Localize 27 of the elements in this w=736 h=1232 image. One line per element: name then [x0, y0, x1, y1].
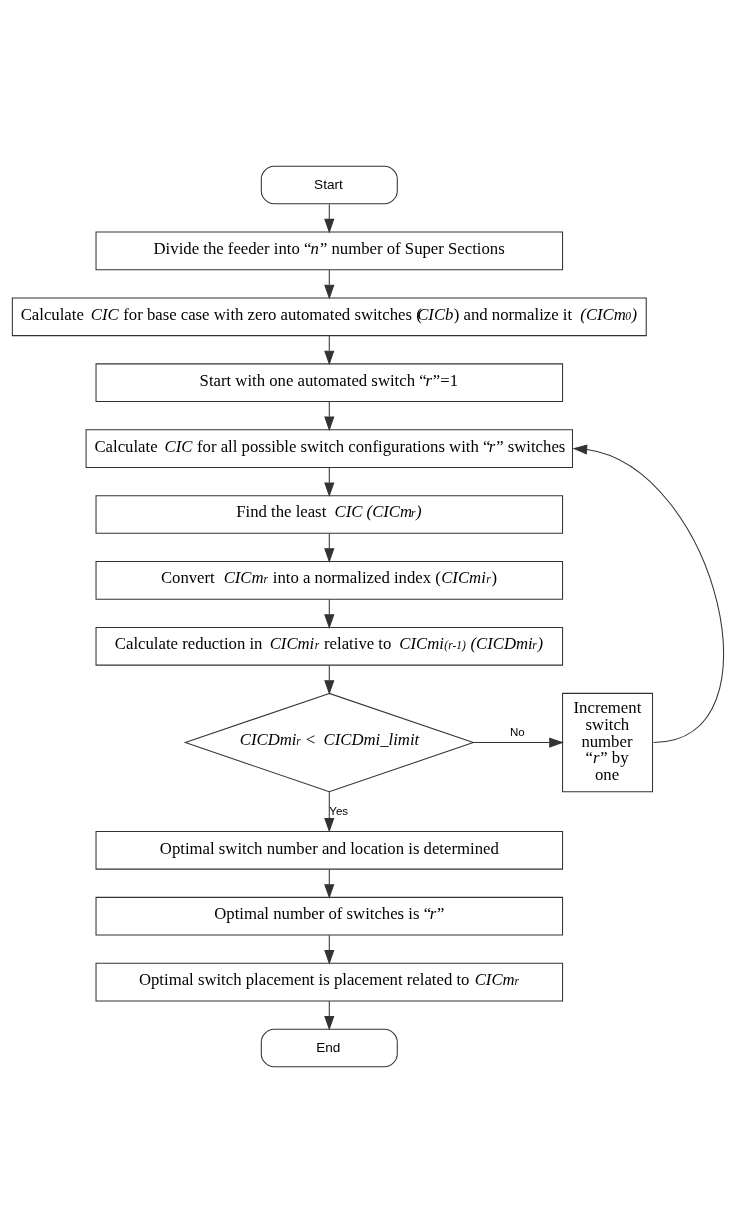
node-box: Divide the feeder into “n” number of Super Sections — [95, 231, 564, 270]
node-box: Calculate CIC for all possible switch configurations with “r” switches — [85, 428, 573, 468]
node-box: Calculate reduction in CICmir relative to CICmi(r-1) (CICDmir) — [95, 626, 564, 666]
arrow — [324, 532, 335, 563]
node-box: Optimal number of switches is “r” — [95, 896, 564, 936]
arrow — [324, 1000, 335, 1031]
arrow — [324, 466, 335, 497]
arrow — [572, 443, 724, 743]
node-box: Find the least CIC (CICmr) — [95, 494, 564, 534]
arrow — [324, 400, 335, 431]
arrow — [324, 334, 335, 365]
arrow — [324, 203, 335, 234]
arrow — [324, 790, 335, 833]
node-box: Increment switch number “r” by one — [562, 692, 654, 792]
node-box: Start with one automated switch “r”=1 — [95, 362, 564, 402]
node-box: Optimal switch number and location is determined — [95, 830, 564, 870]
arrow — [324, 934, 335, 965]
arrow — [324, 269, 335, 299]
arrow — [324, 598, 335, 629]
edge-label: No — [510, 725, 525, 738]
arrow — [324, 868, 335, 899]
node-box: End — [260, 1028, 398, 1067]
node-box: Start — [260, 165, 398, 204]
node-box: Convert CICmr into a normalized index (CICmir) — [95, 560, 564, 600]
arrow — [472, 736, 564, 748]
node-diamond: CICDmir < CICDmi_limit — [183, 692, 475, 792]
node-box: Optimal switch placement is placement related to CICmr — [95, 962, 564, 1001]
